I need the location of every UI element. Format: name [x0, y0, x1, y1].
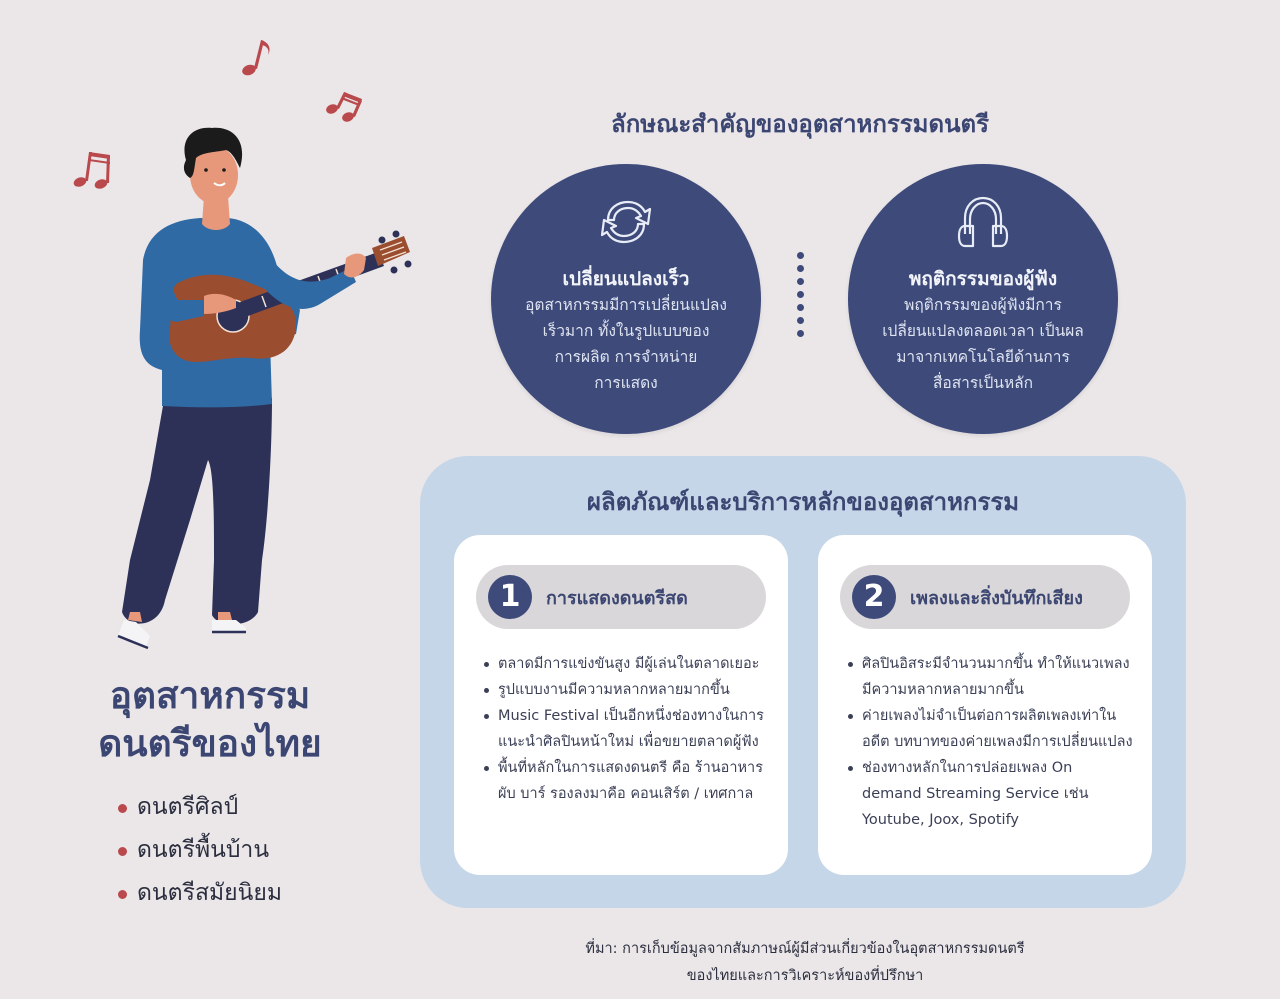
products-title: ผลิตภัณฑ์และบริการหลักของอุตสาหกรรม — [586, 488, 1020, 516]
number-badge: 1 — [488, 575, 532, 619]
double-music-note-icon — [326, 92, 362, 122]
bullet-item: พื้นที่หลักในการแสดงดนตรี คือ ร้านอาหาร … — [484, 755, 772, 807]
bullet-item: ค่ายเพลงไม่จำเป็นต่อการผลิตเพลงเท่าในอดี… — [848, 703, 1136, 755]
double-music-note-icon — [73, 152, 110, 189]
characteristic-description: อุตสาหกรรมมีการเปลี่ยนแปลง เร็วมาก ทั้งใ… — [525, 296, 727, 392]
source-note: ที่มา: การเก็บข้อมูลจากสัมภาษณ์ผู้มีส่วน… — [585, 941, 1025, 984]
bullet-item: ตลาดมีการแข่งขันสูง มีผู้เล่นในตลาดเยอะ — [484, 651, 772, 677]
genre-list: ดนตรีศิลป์ ดนตรีพื้นบ้าน ดนตรีสมัยนิยม — [118, 786, 358, 915]
headphones-icon — [957, 196, 1009, 248]
product-bullets: ศิลปินอิสระมีจำนวนมากขึ้น ทำให้แนวเพลงมี… — [848, 651, 1136, 833]
bullet-dot-icon — [118, 847, 127, 856]
characteristic-title: เปลี่ยนแปลงเร็ว — [562, 268, 690, 290]
refresh-arrows-icon — [600, 200, 652, 244]
musician-illustration — [73, 40, 412, 650]
industry-title-line1: อุตสาหกรรม — [109, 674, 311, 717]
characteristics-title: ลักษณะสำคัญของอุตสาหกรรมดนตรี — [611, 110, 989, 138]
characteristic-description: พฤติกรรมของผู้ฟังมีการ เปลี่ยนแปลงตลอดเว… — [882, 296, 1084, 392]
industry-title: อุตสาหกรรม ดนตรีของไทย — [60, 672, 360, 768]
number-badge: 2 — [852, 575, 896, 619]
divider-dots — [797, 252, 807, 343]
bullet-item: รูปแบบงานมีความหลากหลายมากขึ้น — [484, 677, 772, 703]
genre-item: ดนตรีสมัยนิยม — [118, 872, 358, 915]
product-card-live-music: 1 การแสดงดนตรีสด ตลาดมีการแข่งขันสูง มีผ… — [454, 535, 788, 875]
genre-item: ดนตรีศิลป์ — [118, 786, 358, 829]
product-card-label: เพลงและสิ่งบันทึกเสียง — [910, 587, 1083, 609]
product-card-label: การแสดงดนตรีสด — [546, 587, 688, 609]
bullet-item: ศิลปินอิสระมีจำนวนมากขึ้น ทำให้แนวเพลงมี… — [848, 651, 1136, 703]
industry-title-line2: ดนตรีของไทย — [98, 722, 322, 765]
product-card-header: 1 การแสดงดนตรีสด — [476, 565, 766, 629]
product-bullets: ตลาดมีการแข่งขันสูง มีผู้เล่นในตลาดเยอะ … — [484, 651, 772, 807]
bullet-item: Music Festival เป็นอีกหนึ่งช่องทางในการแ… — [484, 703, 772, 755]
music-note-icon — [242, 40, 270, 76]
bullet-dot-icon — [118, 890, 127, 899]
genre-item: ดนตรีพื้นบ้าน — [118, 829, 358, 872]
bullet-item: ช่องทางหลักในการปล่อยเพลง On demand Stre… — [848, 755, 1136, 833]
product-card-header: 2 เพลงและสิ่งบันทึกเสียง — [840, 565, 1130, 629]
characteristic-circle-fast-change: เปลี่ยนแปลงเร็ว อุตสาหกรรมมีการเปลี่ยนแป… — [491, 164, 761, 434]
bullet-dot-icon — [118, 804, 127, 813]
product-card-recorded-music: 2 เพลงและสิ่งบันทึกเสียง ศิลปินอิสระมีจำ… — [818, 535, 1152, 875]
characteristic-title: พฤติกรรมของผู้ฟัง — [908, 268, 1058, 290]
characteristic-circle-listener-behavior: พฤติกรรมของผู้ฟัง พฤติกรรมของผู้ฟังมีการ… — [848, 164, 1118, 434]
